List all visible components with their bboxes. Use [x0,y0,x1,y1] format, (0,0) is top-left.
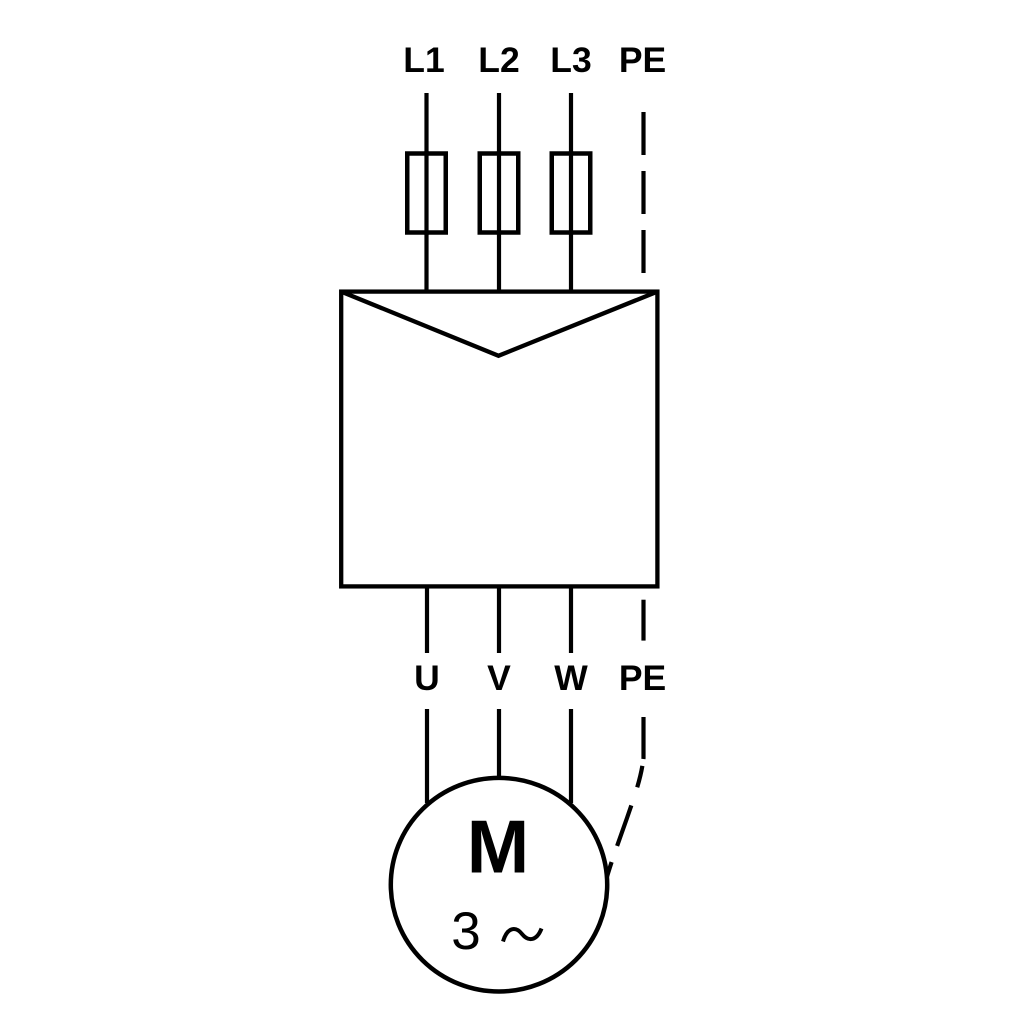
svg-text:V: V [487,658,511,698]
svg-text:L3: L3 [550,40,591,80]
svg-text:U: U [414,658,440,698]
svg-text:PE: PE [619,658,666,698]
svg-text:3: 3 [451,902,480,961]
svg-text:W: W [554,658,588,698]
svg-text:M: M [467,805,529,889]
svg-text:L2: L2 [478,40,519,80]
svg-text:PE: PE [619,40,666,80]
svg-text:L1: L1 [403,40,444,80]
